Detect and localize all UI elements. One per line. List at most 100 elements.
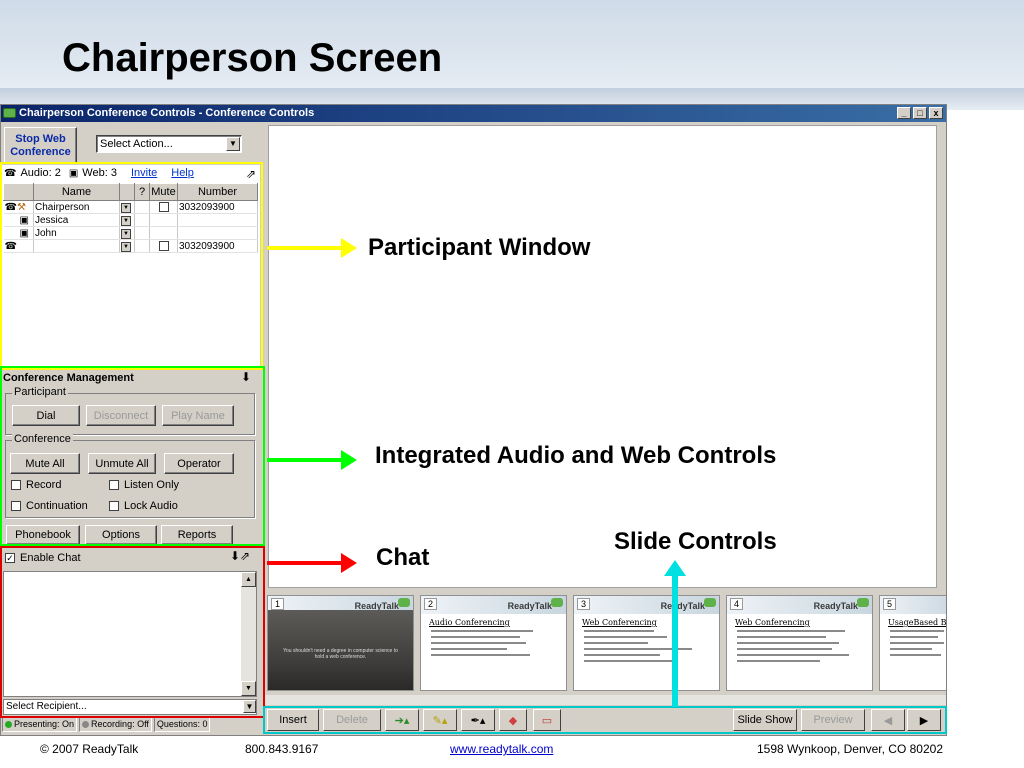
continuation-option[interactable]: Continuation (11, 500, 88, 512)
delete-button[interactable]: Delete (323, 709, 381, 731)
questions-label: Questions: 0 (156, 719, 208, 729)
chat-bubble-icon (704, 598, 716, 607)
invite-link[interactable]: Invite (130, 167, 158, 179)
enable-chat-checkbox[interactable]: ✓ (5, 553, 15, 563)
gavel-icon: ⚒ (16, 201, 26, 213)
arrow-tool-icon[interactable]: ➔▴ (385, 709, 419, 731)
stop-web-line2: Conference (10, 145, 71, 158)
help-link[interactable]: Help (171, 167, 194, 179)
slide-number: 1 (271, 598, 285, 610)
slide-thumbnail[interactable]: 2 ReadyTalk Audio Conferencing (420, 595, 567, 691)
slide-number: 5 (883, 598, 897, 610)
slide-show-button[interactable]: Slide Show (733, 709, 797, 731)
insert-button[interactable]: Insert (267, 709, 319, 731)
select-recipient-dropdown[interactable]: Select Recipient... ▼ (3, 699, 257, 715)
recording-status: Recording: Off (79, 717, 152, 732)
mute-column-header[interactable]: Mute (149, 183, 178, 201)
chevron-down-icon[interactable]: ▼ (121, 216, 131, 226)
table-row[interactable]: ▣ John ▼ (3, 226, 258, 240)
status-dot-icon (5, 721, 12, 728)
lock-audio-option[interactable]: Lock Audio (109, 500, 178, 512)
callout-chat: Chat (376, 544, 430, 571)
participant-number (177, 213, 258, 227)
scroll-down-icon[interactable]: ▼ (241, 681, 256, 696)
lock-audio-checkbox[interactable] (109, 501, 119, 511)
next-slide-icon[interactable]: ▶ (907, 709, 941, 731)
slide-brand-bar (421, 596, 566, 614)
highlighter-tool-icon[interactable]: ✎▴ (423, 709, 457, 731)
pen-tool-icon[interactable]: ✒▴ (461, 709, 495, 731)
footer-url-link[interactable]: www.readytalk.com (450, 742, 554, 756)
slide-thumbnail[interactable]: 5 UsageBased B (879, 595, 946, 691)
slide-brand: ReadyTalk (354, 601, 399, 611)
participant-arrow-icon (267, 238, 357, 258)
computer-icon: ▣ (68, 167, 79, 179)
enable-chat-option[interactable]: ✓ Enable Chat (5, 552, 81, 564)
previous-slide-icon[interactable]: ◀ (871, 709, 905, 731)
slide-thumbnail[interactable]: 1 ReadyTalk You shouldn't need a degree … (267, 595, 414, 691)
chevron-down-icon[interactable]: ▼ (243, 700, 256, 713)
play-name-button[interactable]: Play Name (162, 405, 234, 426)
mute-checkbox[interactable] (158, 240, 169, 251)
listen-only-option[interactable]: Listen Only (109, 479, 179, 491)
chevron-down-icon[interactable]: ▼ (226, 137, 240, 151)
slide-title: Web Conferencing (735, 618, 810, 627)
conference-management-title: Conference Management (3, 372, 134, 384)
chat-scrollbar[interactable]: ▲ ▼ (241, 572, 256, 696)
chat-log[interactable]: ▲ ▼ (3, 571, 257, 697)
scroll-up-icon[interactable]: ▲ (241, 572, 256, 587)
thumbnail-scrollbar[interactable] (263, 695, 946, 705)
mute-all-button[interactable]: Mute All (10, 453, 80, 474)
record-option[interactable]: Record (11, 479, 61, 491)
collapse-popout-icon[interactable]: ⬇⇗ (230, 549, 251, 563)
chat-bubble-icon (3, 108, 16, 118)
stop-web-conference-button[interactable]: Stop Web Conference (4, 127, 77, 164)
slide-thumbnail[interactable]: 4 ReadyTalk Web Conferencing (726, 595, 873, 691)
chevron-down-icon[interactable]: ▼ (121, 242, 131, 252)
close-button[interactable]: x (929, 107, 943, 119)
slide-thumbnail[interactable]: 3 ReadyTalk Web Conferencing (573, 595, 720, 691)
enable-chat-label: Enable Chat (20, 552, 81, 564)
preview-button[interactable]: Preview (801, 709, 865, 731)
eraser-icon[interactable]: ◆ (499, 709, 527, 731)
slide-text-lines (737, 630, 864, 666)
options-button[interactable]: Options (85, 525, 157, 545)
popout-icon[interactable]: ⇗ (245, 167, 256, 181)
clear-annotations-icon[interactable]: ▭ (533, 709, 561, 731)
collapse-icon[interactable]: ⬇ (241, 370, 252, 384)
slide-text: You shouldn't need a degree in computer … (283, 648, 398, 660)
unmute-all-button[interactable]: Unmute All (88, 453, 156, 474)
participant-name: John (33, 226, 120, 240)
chevron-down-icon[interactable]: ▼ (121, 203, 131, 213)
footer-phone: 800.843.9167 (245, 742, 319, 756)
listen-only-checkbox[interactable] (109, 480, 119, 490)
record-checkbox[interactable] (11, 480, 21, 490)
phone-icon: ☎ (4, 167, 17, 179)
mute-checkbox[interactable] (158, 201, 169, 212)
table-row[interactable]: ☎ ▼ 3032093900 (3, 239, 258, 253)
continuation-checkbox[interactable] (11, 501, 21, 511)
question-column-header[interactable]: ? (134, 183, 150, 201)
window-titlebar[interactable]: Chairperson Conference Controls - Confer… (1, 105, 946, 122)
presentation-area[interactable] (268, 125, 937, 588)
conference-group-label: Conference (12, 433, 73, 445)
select-action-dropdown[interactable]: Select Action... ▼ (96, 135, 242, 153)
disconnect-button[interactable]: Disconnect (86, 405, 156, 426)
number-column-header[interactable]: Number (177, 183, 258, 201)
chat-arrow-icon (267, 553, 357, 573)
dial-button[interactable]: Dial (12, 405, 80, 426)
table-row[interactable]: ☎⚒ Chairperson ▼ 3032093900 (3, 200, 258, 214)
slide-number: 3 (577, 598, 591, 610)
slide-brand: ReadyTalk (813, 601, 858, 611)
reports-button[interactable]: Reports (161, 525, 233, 545)
maximize-button[interactable]: □ (913, 107, 927, 119)
phonebook-button[interactable]: Phonebook (6, 525, 80, 545)
participant-number (177, 226, 258, 240)
dropdown-column-header (119, 183, 135, 201)
minimize-button[interactable]: _ (897, 107, 911, 119)
table-row[interactable]: ▣ Jessica ▼ (3, 213, 258, 227)
slide-number: 4 (730, 598, 744, 610)
name-column-header[interactable]: Name (33, 183, 120, 201)
operator-button[interactable]: Operator (164, 453, 234, 474)
chevron-down-icon[interactable]: ▼ (121, 229, 131, 239)
